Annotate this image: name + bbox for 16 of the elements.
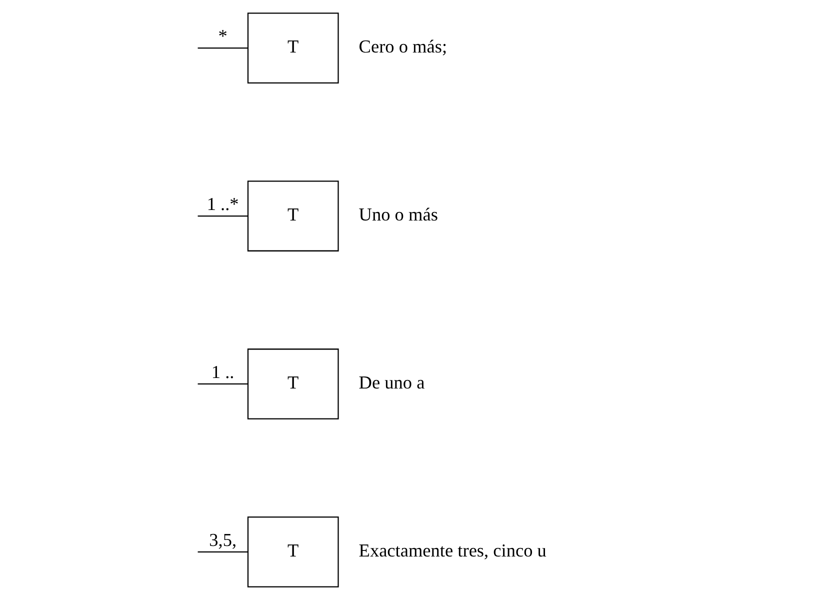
node-box: T — [247, 348, 339, 420]
node-label: De uno a — [358, 372, 425, 392]
node-box: T — [247, 516, 339, 588]
node-label: Cero o más; — [358, 36, 448, 56]
node-box: T — [247, 12, 339, 84]
connector — [198, 383, 248, 385]
connector — [198, 48, 248, 49]
node-label: Exactamente tres, cinco u — [358, 540, 546, 560]
edge-label: * — [218, 26, 228, 46]
edge-label: 1 ..* — [206, 194, 239, 214]
connector — [198, 551, 248, 552]
node-box: T — [247, 180, 339, 252]
edge-label: 1 .. — [211, 362, 234, 382]
connector — [198, 215, 248, 217]
node-label: Uno o más — [358, 204, 438, 224]
edge-label: 3,5, — [209, 530, 237, 550]
